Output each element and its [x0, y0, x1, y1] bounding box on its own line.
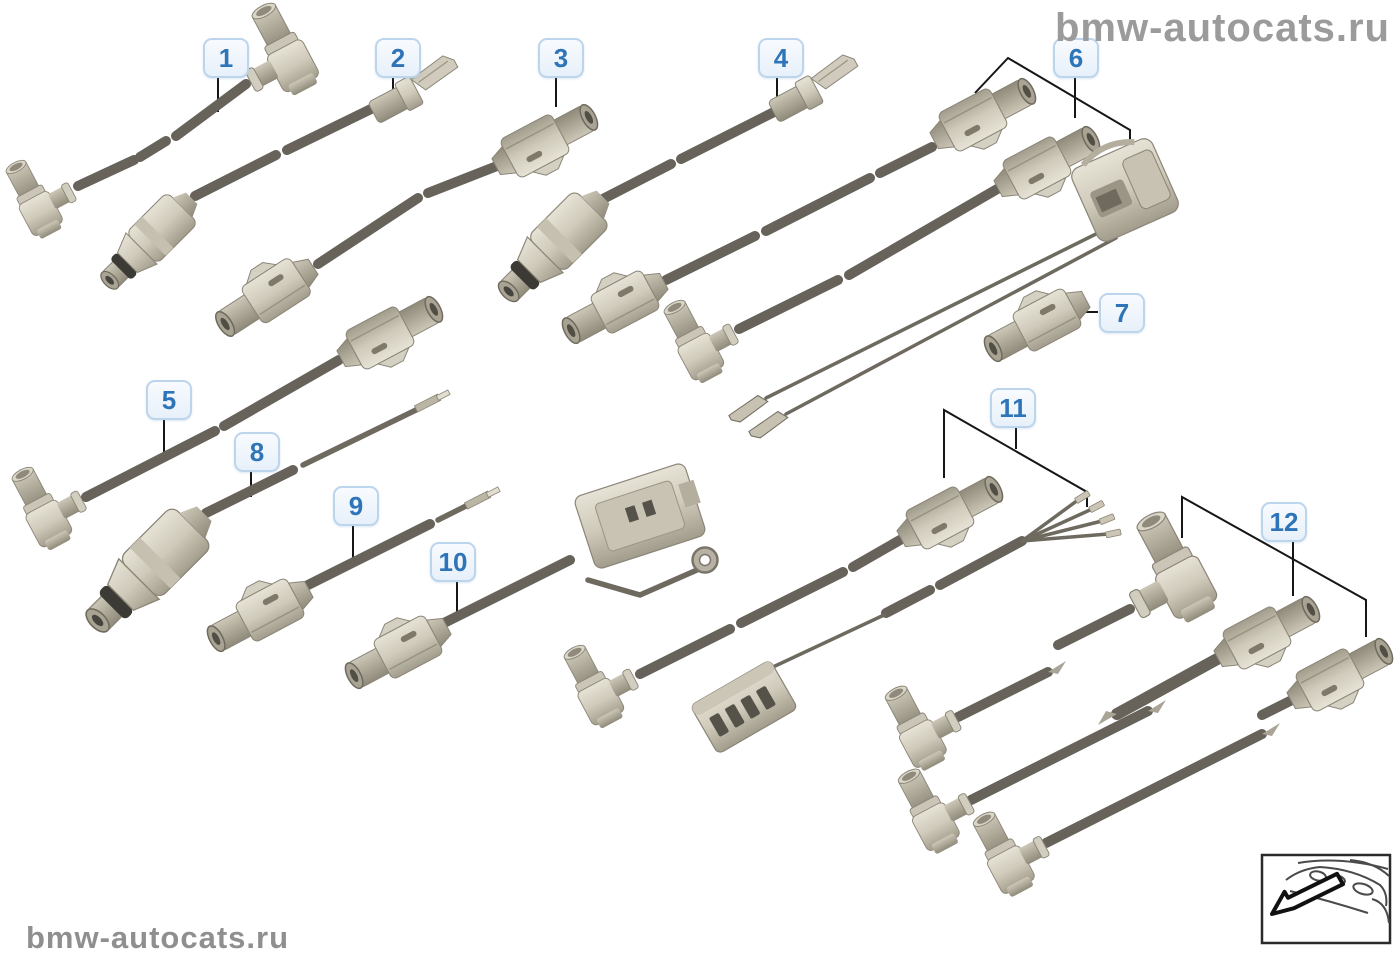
antenna-module-box — [572, 460, 712, 571]
right-angle-connector — [3, 450, 97, 554]
car-front-icon — [1285, 859, 1390, 924]
part-3-cable-assembly — [202, 94, 610, 347]
right-angle-connector — [655, 283, 749, 387]
leader-line-11 — [943, 408, 1088, 507]
part-8-cable-assembly — [71, 388, 451, 647]
wire-ferrule — [1104, 528, 1122, 539]
part-2-cable-assembly — [89, 51, 466, 301]
barrel-connector — [71, 492, 226, 647]
part-6-cable-set — [550, 68, 1182, 442]
part-11-cable-set — [555, 466, 1122, 755]
fakra-connector — [333, 598, 458, 699]
fakra-connector — [1280, 628, 1400, 729]
right-angle-connector — [877, 668, 972, 775]
part-label-10[interactable]: 10 — [430, 542, 476, 582]
part-label-6[interactable]: 6 — [1053, 38, 1099, 78]
right-angle-connector — [890, 751, 985, 858]
part-label-7[interactable]: 7 — [1099, 293, 1145, 333]
watermark-top-right: bmw-autocats.ru — [1054, 6, 1390, 50]
part-5-cable-assembly — [3, 286, 455, 554]
fakra-connector — [195, 561, 320, 662]
leader-lines — [163, 56, 1367, 637]
wire-ferrule — [1098, 513, 1116, 526]
fakra-connector — [550, 253, 675, 354]
right-angle-connector — [555, 628, 649, 732]
fork-blade-terminal — [746, 408, 791, 442]
fakra-connector — [202, 240, 326, 347]
legend-car-box — [1260, 853, 1392, 945]
right-angle-connector — [0, 144, 86, 243]
part-label-3[interactable]: 3 — [538, 38, 584, 78]
part-10-antenna-lead — [333, 460, 719, 699]
barrel-connector — [89, 182, 208, 301]
part-4-cable-assembly — [485, 50, 866, 315]
part-label-9[interactable]: 9 — [333, 486, 379, 526]
fakra-connector — [330, 286, 455, 387]
part-label-2[interactable]: 2 — [375, 38, 421, 78]
part-1-cable-assembly — [0, 0, 324, 243]
part-label-4[interactable]: 4 — [758, 38, 804, 78]
right-angle-connector — [1099, 503, 1224, 642]
watermark-bottom-left: bmw-autocats.ru — [26, 920, 290, 955]
part-label-5[interactable]: 5 — [146, 380, 192, 420]
part-label-12[interactable]: 12 — [1261, 502, 1307, 542]
pin-terminal — [414, 388, 451, 413]
cable-cut-end — [1048, 661, 1066, 674]
part-12-cable-set — [877, 503, 1400, 901]
cable-cut-end — [1098, 711, 1117, 725]
fakra-connector — [485, 94, 610, 195]
part-label-1[interactable]: 1 — [203, 38, 249, 78]
right-angle-connector — [965, 794, 1060, 901]
part-label-11[interactable]: 11 — [990, 388, 1036, 428]
part-9-cable-assembly — [195, 485, 501, 662]
cable-cut-end — [1148, 700, 1166, 713]
leader-line-12 — [1181, 495, 1367, 637]
flat-plug-connector — [689, 659, 799, 755]
pin-terminal — [464, 485, 501, 510]
cable-cut-end — [1262, 723, 1280, 736]
wire-ferrule — [1088, 499, 1106, 514]
direction-arrow-icon — [1270, 871, 1345, 916]
fork-blade-terminal — [726, 392, 771, 426]
part-label-8[interactable]: 8 — [234, 432, 280, 472]
